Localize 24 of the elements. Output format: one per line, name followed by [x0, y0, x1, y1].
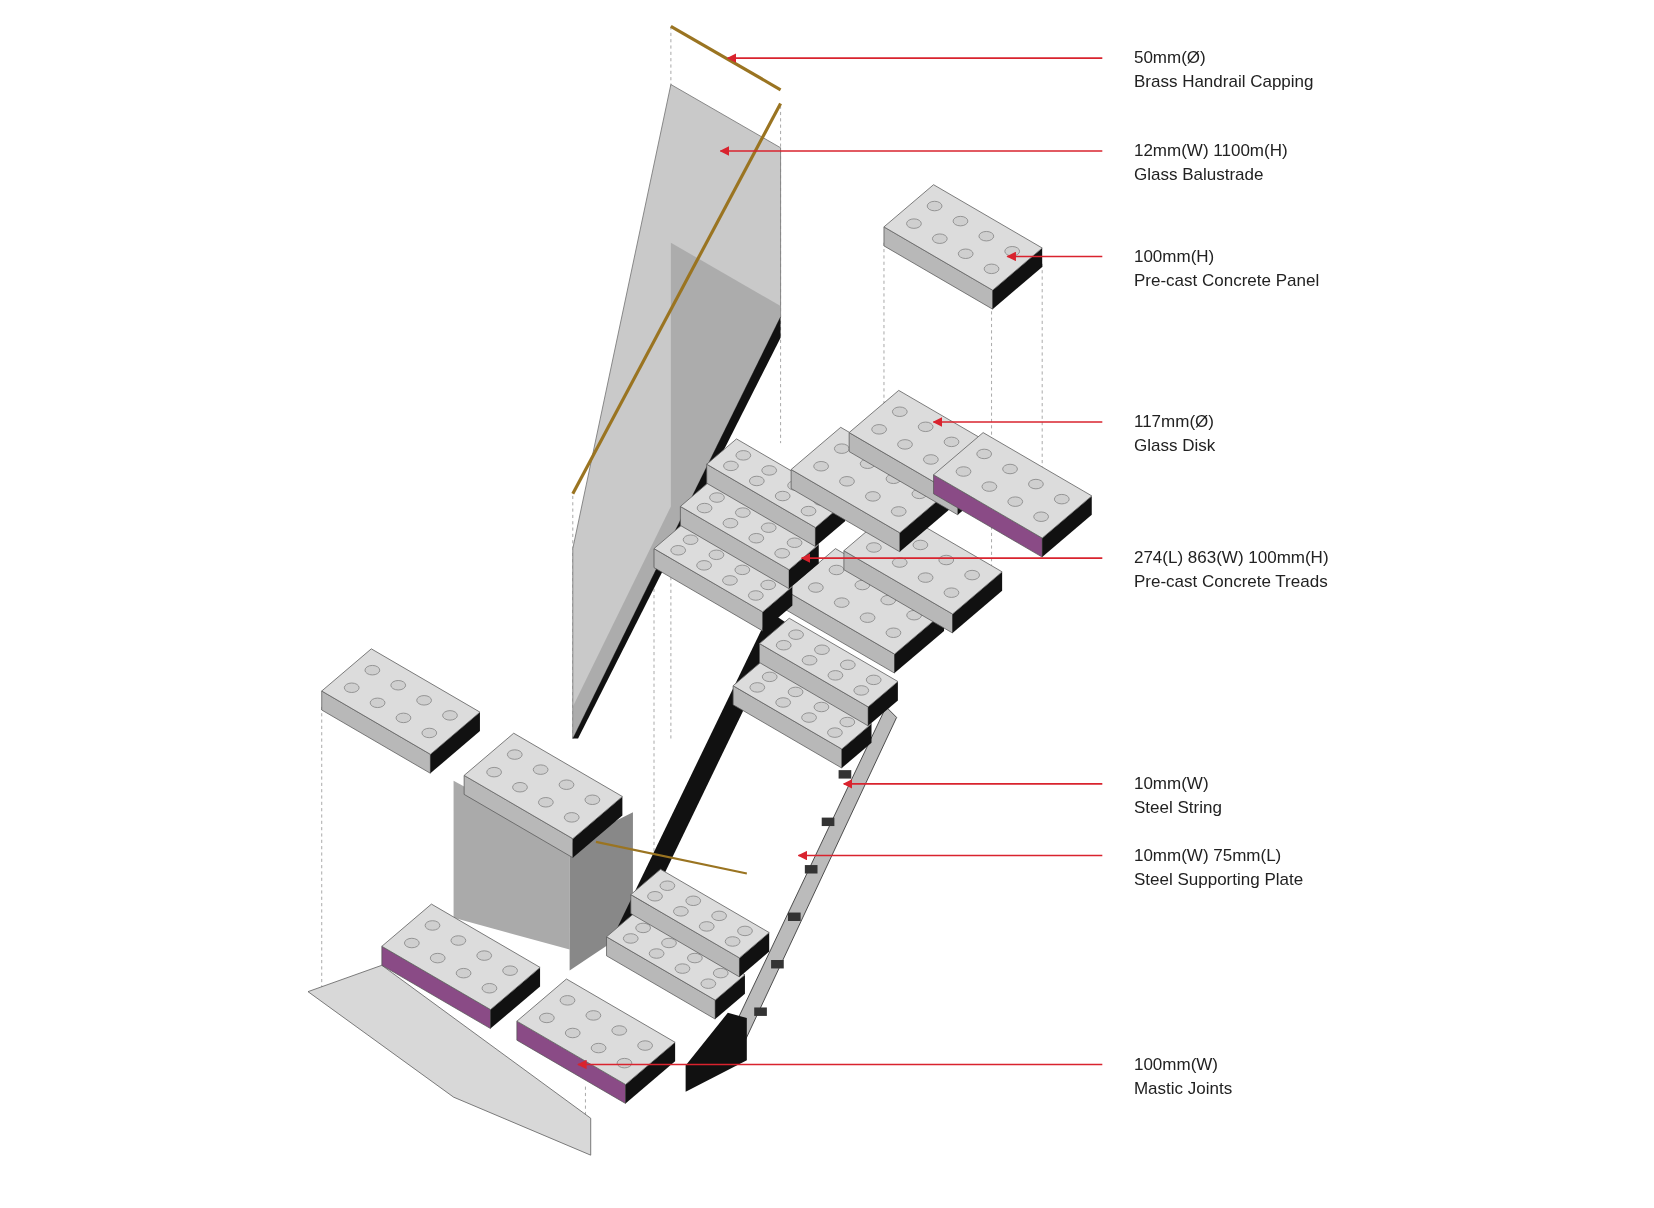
part-name: Mastic Joints	[1133, 1077, 1233, 1099]
dimension-text: 50mm(Ø)	[1133, 47, 1207, 69]
leader-line	[1006, 251, 1104, 262]
part-name: Pre-cast Concrete Treads	[1133, 571, 1329, 593]
part-name: Pre-cast Concrete Panel	[1133, 269, 1320, 291]
part-name: Glass Balustrade	[1133, 164, 1265, 186]
dimension-text: 10mm(W)	[1133, 773, 1210, 795]
leader-line	[719, 146, 1104, 156]
dimension-text: 100mm(H)	[1133, 245, 1216, 267]
dimension-text: 12mm(W) 1100m(H)	[1133, 140, 1288, 162]
part-name: Brass Handrail Capping	[1133, 71, 1314, 93]
part-name: Steel Supporting Plate	[1133, 868, 1304, 890]
dimension-text: 274(L) 863(W) 100mm(H)	[1133, 547, 1329, 569]
leader-line	[797, 850, 1104, 861]
leader-line	[726, 53, 1104, 63]
part-name: Glass Disk	[1133, 435, 1216, 457]
dimension-text: 117mm(Ø)	[1133, 411, 1215, 433]
dimension-text: 100mm(W)	[1133, 1053, 1219, 1075]
leader-line	[800, 553, 1104, 563]
leader-line	[932, 417, 1104, 427]
dimension-text: 10mm(W) 75mm(L)	[1133, 844, 1283, 866]
leader-line	[577, 1059, 1104, 1070]
part-name: Steel String	[1133, 797, 1222, 819]
leader-line	[842, 779, 1104, 789]
